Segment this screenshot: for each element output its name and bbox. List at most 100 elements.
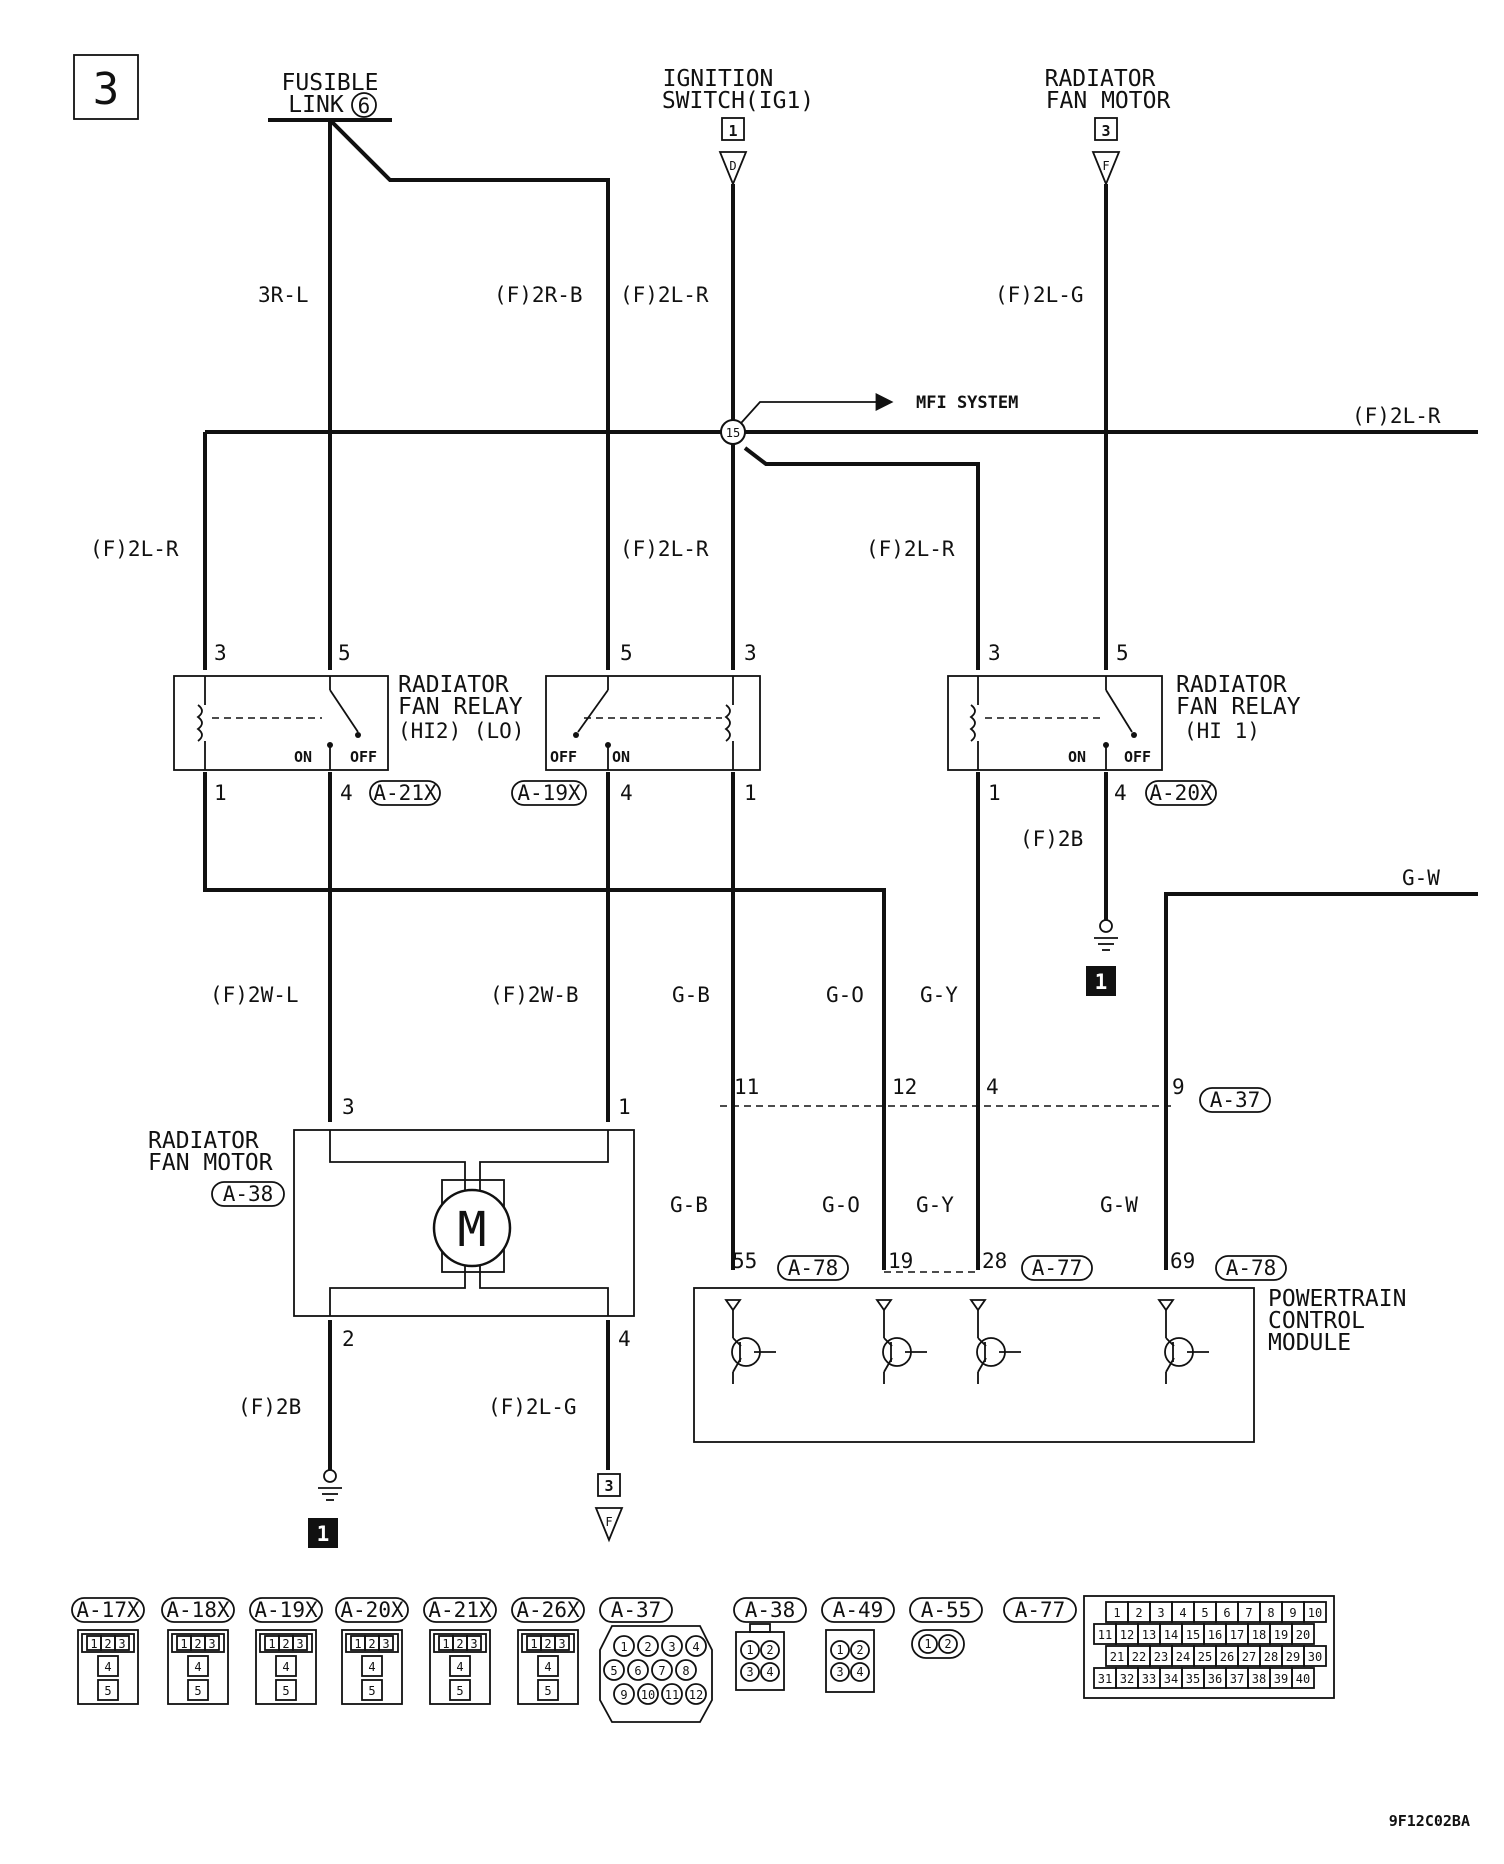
svg-text:18: 18 bbox=[1252, 1628, 1266, 1642]
svg-text:RADIATOR: RADIATOR bbox=[148, 1128, 259, 1154]
svg-text:ON: ON bbox=[1068, 748, 1086, 766]
svg-text:2: 2 bbox=[282, 1637, 289, 1651]
connector-label-a-38: A-38 bbox=[733, 1597, 807, 1623]
svg-text:(F)2W-L: (F)2W-L bbox=[210, 983, 299, 1007]
svg-text:D: D bbox=[729, 159, 736, 173]
svg-text:(F)2W-B: (F)2W-B bbox=[490, 983, 579, 1007]
svg-text:1: 1 bbox=[836, 1643, 843, 1657]
svg-text:(F)2L-G: (F)2L-G bbox=[488, 1395, 577, 1419]
svg-text:15: 15 bbox=[1186, 1628, 1200, 1642]
svg-text:G-O: G-O bbox=[826, 983, 864, 1007]
svg-text:13: 13 bbox=[1142, 1628, 1156, 1642]
svg-text:20: 20 bbox=[1296, 1628, 1310, 1642]
svg-text:3R-L: 3R-L bbox=[258, 283, 309, 307]
svg-text:FUSIBLE: FUSIBLE bbox=[282, 70, 379, 96]
svg-text:2: 2 bbox=[856, 1643, 863, 1657]
svg-text:A-20X: A-20X bbox=[340, 1598, 404, 1622]
svg-text:1: 1 bbox=[620, 1640, 627, 1654]
connector-a37: 11 12 4 9 A-37 bbox=[720, 1075, 1271, 1113]
connector-label-a-17x: A-17X bbox=[71, 1597, 145, 1623]
svg-text:2: 2 bbox=[766, 1643, 773, 1657]
page-number: 3 bbox=[93, 64, 120, 115]
svg-text:5: 5 bbox=[338, 641, 351, 665]
svg-text:G-W: G-W bbox=[1100, 1193, 1138, 1217]
ground-symbol-motor: 1 bbox=[308, 1469, 342, 1548]
svg-text:12: 12 bbox=[1120, 1628, 1134, 1642]
svg-text:1: 1 bbox=[90, 1637, 97, 1651]
svg-text:3: 3 bbox=[214, 641, 227, 665]
svg-text:2: 2 bbox=[644, 1640, 651, 1654]
svg-text:5: 5 bbox=[104, 1684, 111, 1698]
connector-label-a-55: A-55 bbox=[909, 1597, 983, 1623]
svg-text:4: 4 bbox=[1114, 781, 1127, 805]
a37-pin bbox=[627, 1659, 649, 1681]
svg-text:4: 4 bbox=[620, 781, 633, 805]
svg-text:G-W: G-W bbox=[1402, 866, 1440, 890]
svg-text:32: 32 bbox=[1120, 1672, 1134, 1686]
svg-text:A-19X: A-19X bbox=[517, 781, 581, 805]
svg-text:11: 11 bbox=[1098, 1628, 1112, 1642]
a37-pin bbox=[675, 1659, 697, 1681]
svg-text:MODULE: MODULE bbox=[1268, 1330, 1351, 1356]
svg-text:5: 5 bbox=[1116, 641, 1129, 665]
svg-text:G-O: G-O bbox=[822, 1193, 860, 1217]
svg-text:4: 4 bbox=[194, 1660, 201, 1674]
svg-text:1: 1 bbox=[268, 1637, 275, 1651]
svg-text:A-19X: A-19X bbox=[254, 1598, 318, 1622]
svg-text:22: 22 bbox=[1132, 1650, 1146, 1664]
svg-text:35: 35 bbox=[1186, 1672, 1200, 1686]
svg-text:33: 33 bbox=[1142, 1672, 1156, 1686]
svg-text:4: 4 bbox=[986, 1075, 999, 1099]
svg-text:A-78: A-78 bbox=[1226, 1256, 1277, 1280]
ground-symbol-relay: 1 bbox=[1086, 919, 1118, 996]
svg-text:A-38: A-38 bbox=[223, 1182, 274, 1206]
svg-text:5: 5 bbox=[610, 1664, 617, 1678]
svg-text:55: 55 bbox=[732, 1249, 757, 1273]
svg-text:7: 7 bbox=[658, 1664, 665, 1678]
svg-text:3: 3 bbox=[208, 1637, 215, 1651]
svg-text:FAN RELAY: FAN RELAY bbox=[1176, 694, 1301, 720]
svg-text:CONTROL: CONTROL bbox=[1268, 1308, 1365, 1334]
svg-text:12: 12 bbox=[689, 1688, 703, 1702]
svg-text:A-49: A-49 bbox=[833, 1598, 884, 1622]
svg-text:1: 1 bbox=[924, 1637, 931, 1651]
svg-text:17: 17 bbox=[1230, 1628, 1244, 1642]
svg-text:4: 4 bbox=[340, 781, 353, 805]
svg-text:2: 2 bbox=[1135, 1606, 1142, 1620]
svg-text:1: 1 bbox=[988, 781, 1001, 805]
svg-text:4: 4 bbox=[456, 1660, 463, 1674]
svg-text:4: 4 bbox=[544, 1660, 551, 1674]
svg-text:2: 2 bbox=[368, 1637, 375, 1651]
svg-text:1: 1 bbox=[214, 781, 227, 805]
fusible-link-label: FUSIBLE LINK 6 bbox=[268, 70, 392, 122]
svg-text:SWITCH(IG1): SWITCH(IG1) bbox=[662, 88, 814, 114]
page-number-box: 3 bbox=[73, 54, 139, 120]
svg-text:8: 8 bbox=[682, 1664, 689, 1678]
svg-text:A-26X: A-26X bbox=[516, 1598, 580, 1622]
svg-text:(HI 1): (HI 1) bbox=[1184, 719, 1260, 743]
svg-text:(F)2L-R: (F)2L-R bbox=[620, 537, 709, 561]
svg-text:A-17X: A-17X bbox=[76, 1598, 140, 1622]
svg-text:ON: ON bbox=[612, 748, 630, 766]
svg-text:3: 3 bbox=[382, 1637, 389, 1651]
svg-text:1: 1 bbox=[1113, 1606, 1120, 1620]
svg-text:2: 2 bbox=[104, 1637, 111, 1651]
svg-text:3: 3 bbox=[746, 1665, 753, 1679]
svg-text:5: 5 bbox=[620, 641, 633, 665]
svg-text:19: 19 bbox=[1274, 1628, 1288, 1642]
connector-label-a-49: A-49 bbox=[821, 1597, 895, 1623]
svg-text:40: 40 bbox=[1296, 1672, 1310, 1686]
svg-text:4: 4 bbox=[856, 1665, 863, 1679]
wiring-lines bbox=[203, 118, 1478, 1470]
svg-text:3: 3 bbox=[1157, 1606, 1164, 1620]
svg-text:(F)2L-R: (F)2L-R bbox=[90, 537, 179, 561]
svg-text:A-55: A-55 bbox=[921, 1598, 972, 1622]
svg-text:A-77: A-77 bbox=[1015, 1598, 1066, 1622]
